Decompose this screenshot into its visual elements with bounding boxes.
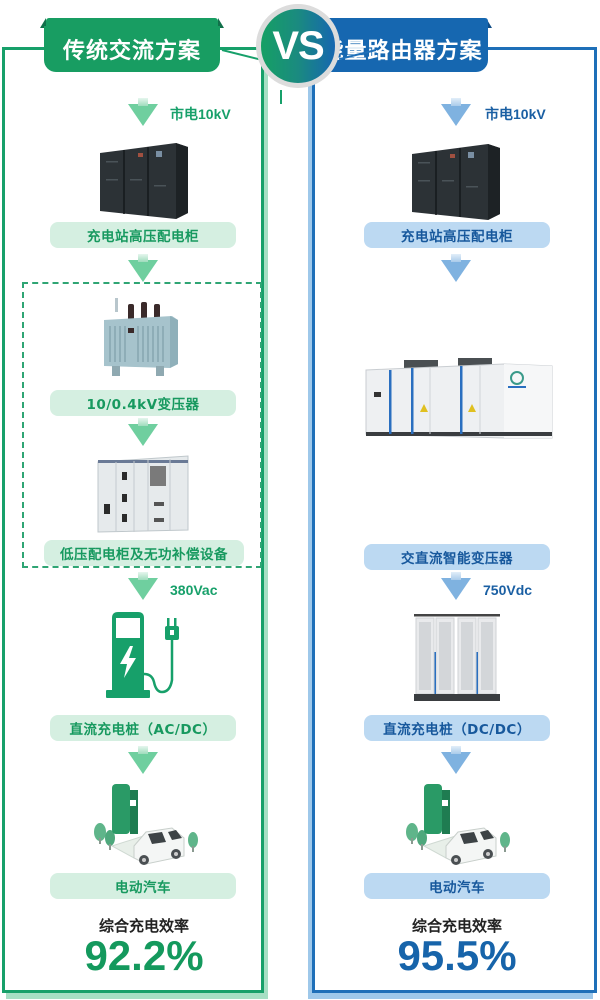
left-step-charger: 直流充电桩（AC/DC） <box>50 715 236 741</box>
right-step-dc-charger: 直流充电桩（DC/DC） <box>364 715 550 741</box>
right-output-voltage: 750Vdc <box>483 582 533 598</box>
left-step-transformer: 10/0.4kV变压器 <box>50 390 236 416</box>
right-efficiency-value: 95.5% <box>397 932 517 979</box>
right-step-smart-transformer: 交直流智能变压器 <box>364 544 550 570</box>
left-efficiency-label: 综合充电效率 <box>98 917 189 935</box>
left-efficiency-value: 92.2% <box>84 932 204 979</box>
header-fold-decoration <box>218 18 224 28</box>
left-step-hv-cabinet: 充电站高压配电柜 <box>50 222 236 248</box>
hv-switchgear-cabinet-image <box>100 143 188 219</box>
flow-arrow-icon <box>441 746 471 774</box>
left-scheme-title: 传统交流方案 <box>44 26 220 72</box>
left-step-ev: 电动汽车 <box>50 873 236 899</box>
left-step-lv-cabinet: 低压配电柜及无功补偿设备 <box>44 540 244 566</box>
oil-transformer-image <box>104 298 178 376</box>
dc-charger-cabinet-image <box>414 614 500 701</box>
electric-car-charging-image <box>406 784 510 865</box>
header-tab-top <box>46 18 218 28</box>
flow-arrow-icon <box>128 418 158 446</box>
header-fold-decoration <box>486 18 492 28</box>
left-input-voltage: 市电10kV <box>170 106 231 122</box>
lv-switchgear-cabinet-image <box>97 455 189 533</box>
flow-arrow-icon <box>441 572 471 600</box>
charging-pile-icon <box>106 612 179 698</box>
right-step-hv-cabinet: 充电站高压配电柜 <box>364 222 550 248</box>
right-scheme-title: 能量路由器方案 <box>316 26 488 72</box>
flow-arrow-icon <box>128 254 158 282</box>
smart-transformer-cabinet-image <box>365 358 553 439</box>
flow-arrow-icon <box>128 746 158 774</box>
electric-car-charging-image <box>94 784 198 865</box>
header-fold-decoration <box>40 18 46 28</box>
flow-arrow-icon <box>441 98 471 126</box>
right-efficiency-label: 综合充电效率 <box>411 917 502 935</box>
header-tab-top <box>316 18 488 28</box>
flow-arrow-icon <box>128 98 158 126</box>
flow-arrow-icon <box>441 254 471 282</box>
right-step-ev: 电动汽车 <box>364 873 550 899</box>
right-input-voltage: 市电10kV <box>485 106 546 122</box>
left-output-voltage: 380Vac <box>170 582 218 598</box>
vs-stem-left <box>280 90 282 104</box>
flow-arrow-icon <box>128 572 158 600</box>
vs-badge: VS <box>256 4 340 88</box>
hv-switchgear-cabinet-image <box>412 144 500 220</box>
replaced-equipment-group <box>22 282 262 568</box>
vs-stem-right <box>312 90 314 104</box>
